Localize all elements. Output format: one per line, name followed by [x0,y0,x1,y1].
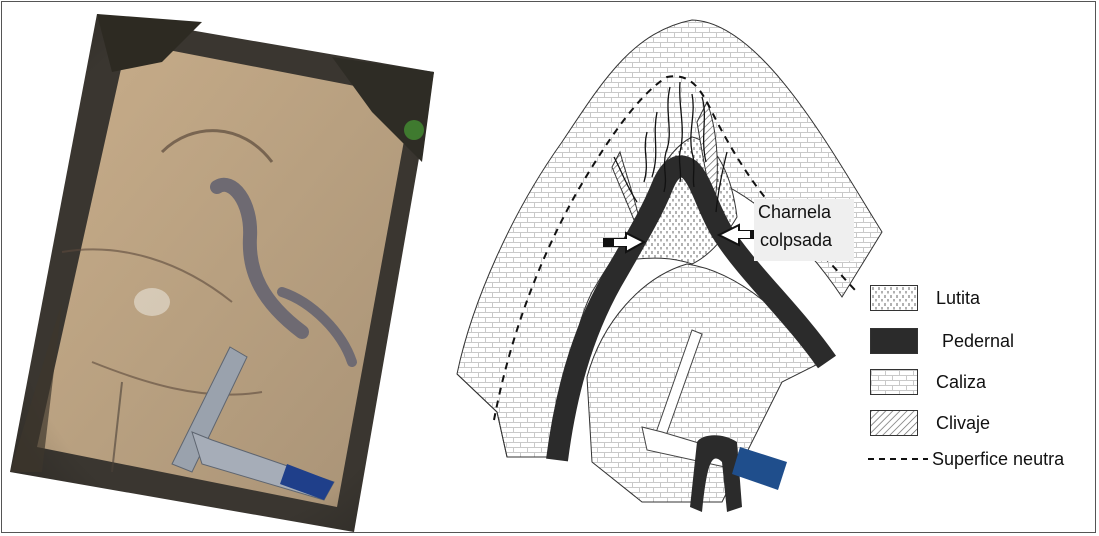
charnela-label-line2: colpsada [760,230,832,251]
legend-label-neutra: Superfice neutra [932,449,1064,470]
legend-swatch-clivaje [870,410,918,436]
legend-swatch-pedernal [870,328,918,354]
legend-label-lutita: Lutita [936,288,980,309]
legend-swatch-neutra [868,457,928,461]
legend-label-pedernal: Pedernal [942,331,1014,352]
legend-label-clivaje: Clivaje [936,413,990,434]
legend-swatch-caliza [870,369,918,395]
charnela-label-line1: Charnela [758,202,831,223]
outcrop-photo [2,2,442,534]
legend-swatch-lutita [870,285,918,311]
legend-label-caliza: Caliza [936,372,986,393]
